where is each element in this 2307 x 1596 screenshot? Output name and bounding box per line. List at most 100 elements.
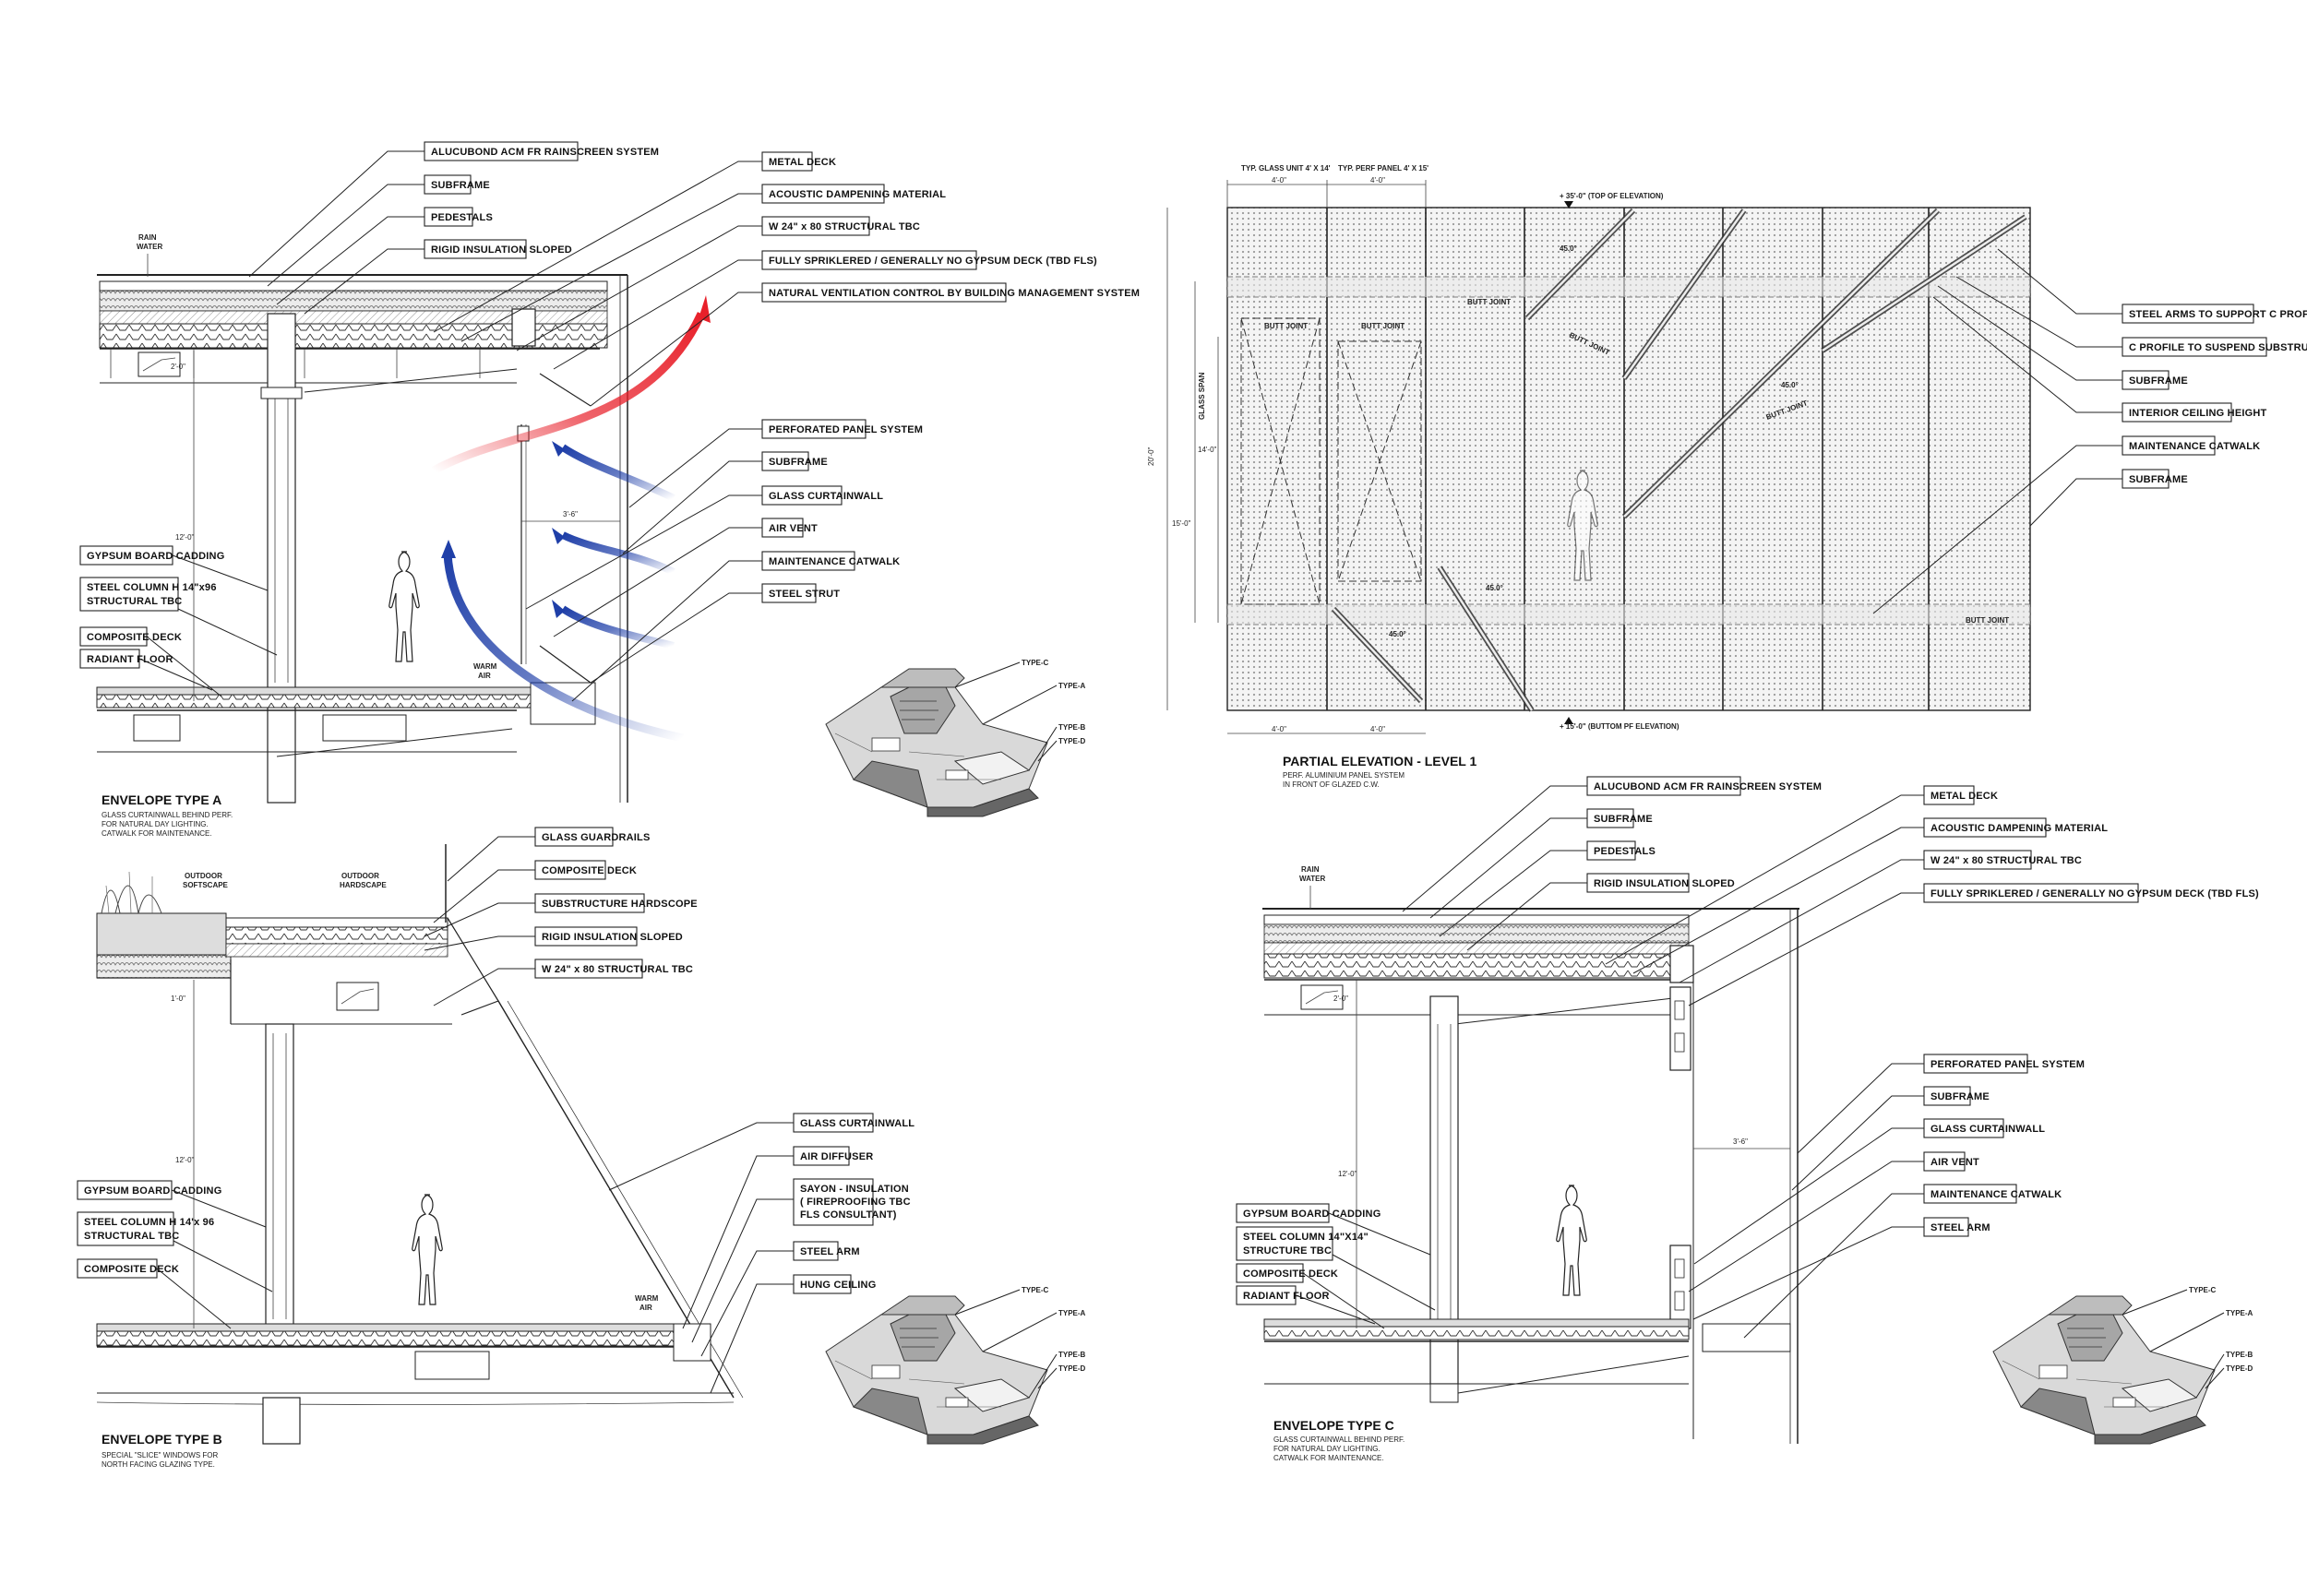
butt-joint-1: BUTT JOINT bbox=[1264, 322, 1308, 330]
human-figure bbox=[388, 551, 420, 662]
svg-text:W 24" x 80 STRUCTURAL TBC: W 24" x 80 STRUCTURAL TBC bbox=[542, 964, 693, 975]
label-gypsum-a: GYPSUM BOARD CADDING bbox=[79, 545, 269, 591]
dim-1ft: 1'-0" bbox=[171, 995, 185, 1003]
svg-text:COMPOSITE DECK: COMPOSITE DECK bbox=[1243, 1268, 1338, 1280]
svg-text:TYPE-A: TYPE-A bbox=[1058, 1309, 1086, 1317]
cool-air-flows bbox=[441, 441, 684, 743]
label-metal-deck-c: METAL DECK bbox=[1605, 785, 1998, 965]
svg-text:TYPE-C: TYPE-C bbox=[2189, 1286, 2217, 1294]
label-catwalk-e: MAINTENANCE CATWALK bbox=[1872, 435, 2260, 614]
svg-text:METAL DECK: METAL DECK bbox=[1930, 791, 1998, 802]
label-sprinkler-c: FULLY SPRIKLERED / GENERALLY NO GYPSUM D… bbox=[1688, 883, 2259, 1006]
svg-text:STEEL STRUT: STEEL STRUT bbox=[769, 589, 840, 600]
label-air-vent-a: AIR VENT bbox=[553, 518, 818, 637]
dim-left-14: 14'-0" bbox=[1198, 446, 1217, 454]
svg-text:GLASS CURTAINWALL: GLASS CURTAINWALL bbox=[1930, 1124, 2045, 1135]
label-gypsum-b: GYPSUM BOARD CADDING bbox=[77, 1180, 267, 1228]
angle-2: 45.0° bbox=[1781, 381, 1799, 389]
svg-text:W 24" x 80 STRUCTURAL TBC: W 24" x 80 STRUCTURAL TBC bbox=[769, 221, 920, 232]
envelope-type-c-section: 2'-0" 12'-0" 3'-6" RAIN WATER ENVELOPE T… bbox=[1262, 865, 1799, 1462]
label-rigid-insulation-c: RIGID INSULATION SLOPED bbox=[1466, 873, 1735, 951]
svg-text:C PROFILE TO SUSPEND SUBSTRUCT: C PROFILE TO SUSPEND SUBSTRUCTURE bbox=[2129, 342, 2307, 353]
svg-text:GLASS CURTAINWALL: GLASS CURTAINWALL bbox=[769, 491, 883, 502]
svg-text:GYPSUM BOARD CADDING: GYPSUM BOARD CADDING bbox=[1243, 1209, 1381, 1220]
envelope-a-labels: ALUCUBOND ACM FR RAINSCREEN SYSTEM SUBFR… bbox=[79, 141, 1140, 702]
warm-air-flow bbox=[431, 312, 706, 474]
label-steel-arms-e: STEEL ARMS TO SUPPORT C PROFILE bbox=[1997, 248, 2307, 324]
label-metal-deck-a: METAL DECK bbox=[433, 151, 836, 333]
elevation-sub-1: PERF. ALUMINIUM PANEL SYSTEM bbox=[1283, 771, 1405, 780]
svg-text:AIR VENT: AIR VENT bbox=[769, 523, 818, 534]
key-plan-b: TYPE-C TYPE-A TYPE-B TYPE-D bbox=[825, 1286, 1086, 1445]
label-steel-arm-b: STEEL ARM bbox=[700, 1241, 860, 1357]
svg-text:SUBFRAME: SUBFRAME bbox=[1594, 814, 1653, 825]
label-w24-a: W 24" x 80 STRUCTURAL TBC bbox=[516, 216, 920, 351]
svg-text:SUBFRAME: SUBFRAME bbox=[769, 457, 828, 468]
svg-text:ACOUSTIC DAMPENING MATERIAL: ACOUSTIC DAMPENING MATERIAL bbox=[769, 189, 946, 200]
human-figure-b bbox=[412, 1194, 443, 1305]
label-radiant-floor-a: RADIANT FLOOR bbox=[79, 649, 213, 691]
svg-text:TYPE-B: TYPE-B bbox=[1058, 723, 1086, 732]
svg-text:TYPE-C: TYPE-C bbox=[1022, 659, 1049, 667]
dim-2ft-c: 2'-0" bbox=[1333, 995, 1348, 1003]
svg-text:FULLY SPRIKLERED / GENERALLY N: FULLY SPRIKLERED / GENERALLY NO GYPSUM D… bbox=[769, 256, 1097, 267]
rain-label-c: RAIN bbox=[1301, 865, 1320, 874]
svg-text:RADIANT FLOOR: RADIANT FLOOR bbox=[87, 654, 173, 665]
angle-3: 45.0° bbox=[1486, 584, 1503, 592]
svg-text:METAL DECK: METAL DECK bbox=[769, 157, 836, 168]
svg-text:STEEL ARMS TO SUPPORT C PROFIL: STEEL ARMS TO SUPPORT C PROFILE bbox=[2129, 309, 2307, 320]
label-substructure-b: SUBSTRUCTURE HARDSCOPE bbox=[424, 893, 698, 937]
angle-4: 45.0° bbox=[1389, 630, 1406, 638]
envelope-b-title: ENVELOPE TYPE B bbox=[102, 1432, 222, 1447]
envelope-b-labels: GLASS GUARDRAILS COMPOSITE DECK SUBSTRUC… bbox=[77, 827, 914, 1394]
envelope-b-sub-1: SPECIAL "SLICE" WINDOWS FOR bbox=[102, 1451, 219, 1459]
label-glass-cw-a: GLASS CURTAINWALL bbox=[525, 485, 883, 610]
label-acoustic-a: ACOUSTIC DAMPENING MATERIAL bbox=[460, 184, 946, 342]
dim-2ft: 2'-0" bbox=[171, 363, 185, 371]
envelope-c-labels: ALUCUBOND ACM FR RAINSCREEN SYSTEM SUBFR… bbox=[1236, 776, 2259, 1339]
label-air-diffuser-b: AIR DIFFUSER bbox=[682, 1146, 873, 1329]
dim-12ft: 12'-0" bbox=[175, 533, 195, 542]
dim-12ft-c: 12'-0" bbox=[1338, 1170, 1357, 1178]
label-subframe-c: SUBFRAME bbox=[1429, 808, 1653, 919]
angle-1: 45.0° bbox=[1560, 244, 1577, 253]
label-c-profile-e: C PROFILE TO SUSPEND SUBSTRUCTURE bbox=[1955, 276, 2307, 357]
svg-text:GYPSUM BOARD CADDING: GYPSUM BOARD CADDING bbox=[84, 1185, 221, 1197]
svg-text:TYPE-A: TYPE-A bbox=[2226, 1309, 2253, 1317]
svg-text:RADIANT FLOOR: RADIANT FLOOR bbox=[1243, 1291, 1330, 1302]
svg-text:SAYON - INSULATION: SAYON - INSULATION bbox=[800, 1184, 909, 1195]
svg-text:TYPE-A: TYPE-A bbox=[1058, 682, 1086, 690]
elevation-labels: STEEL ARMS TO SUPPORT C PROFILE C PROFIL… bbox=[1872, 248, 2307, 614]
dim-top-2: 4'-0" bbox=[1370, 176, 1385, 185]
svg-text:TYPE-D: TYPE-D bbox=[1058, 1364, 1086, 1373]
elevation-sub-2: IN FRONT OF GLAZED C.W. bbox=[1283, 780, 1380, 789]
dim-bottom-1: 4'-0" bbox=[1272, 725, 1286, 733]
svg-text:PERFORATED PANEL SYSTEM: PERFORATED PANEL SYSTEM bbox=[1930, 1059, 2085, 1070]
svg-text:ACOUSTIC DAMPENING MATERIAL: ACOUSTIC DAMPENING MATERIAL bbox=[1930, 823, 2108, 834]
dim-12ft-b: 12'-0" bbox=[175, 1156, 195, 1164]
label-catwalk-c: MAINTENANCE CATWALK bbox=[1743, 1184, 2062, 1339]
key-plan-a: TYPE-C TYPE-A TYPE-B TYPE-D bbox=[825, 659, 1086, 817]
perf-panel-label: TYP. PERF PANEL 4' X 15' bbox=[1338, 164, 1428, 173]
svg-text:SUBFRAME: SUBFRAME bbox=[2129, 375, 2188, 387]
top-elevation-label: + 35'-0" (TOP OF ELEVATION) bbox=[1560, 192, 1664, 200]
svg-text:GLASS GUARDRAILS: GLASS GUARDRAILS bbox=[542, 832, 650, 843]
bottom-elevation-label: + 15'-0" (BUTTOM PF ELEVATION) bbox=[1560, 722, 1679, 731]
label-pedestals-a: PEDESTALS bbox=[276, 207, 493, 305]
svg-text:FULLY SPRIKLERED / GENERALLY N: FULLY SPRIKLERED / GENERALLY NO GYPSUM D… bbox=[1930, 888, 2259, 899]
partial-elevation: BUTT JOINT BUTT JOINT BUTT JOINT BUTT JO… bbox=[1147, 164, 2031, 789]
label-subframe-a: SUBFRAME bbox=[267, 174, 490, 287]
label-alucubond-a: ALUCUBOND ACM FR RAINSCREEN SYSTEM bbox=[248, 141, 659, 278]
dim-3ft-6: 3'-6" bbox=[563, 510, 578, 518]
svg-text:TYPE-D: TYPE-D bbox=[1058, 737, 1086, 745]
label-air-vent-c: AIR VENT bbox=[1688, 1151, 1979, 1292]
svg-text:GYPSUM BOARD CADDING: GYPSUM BOARD CADDING bbox=[87, 551, 224, 562]
dim-top-1: 4'-0" bbox=[1272, 176, 1286, 185]
svg-text:COMPOSITE DECK: COMPOSITE DECK bbox=[87, 632, 182, 643]
svg-text:AIR VENT: AIR VENT bbox=[1930, 1157, 1979, 1168]
label-steel-strut-a: STEEL STRUT bbox=[590, 583, 840, 684]
label-composite-deck-a: COMPOSITE DECK bbox=[79, 626, 222, 697]
svg-text:HUNG CEILING: HUNG CEILING bbox=[800, 1280, 876, 1291]
